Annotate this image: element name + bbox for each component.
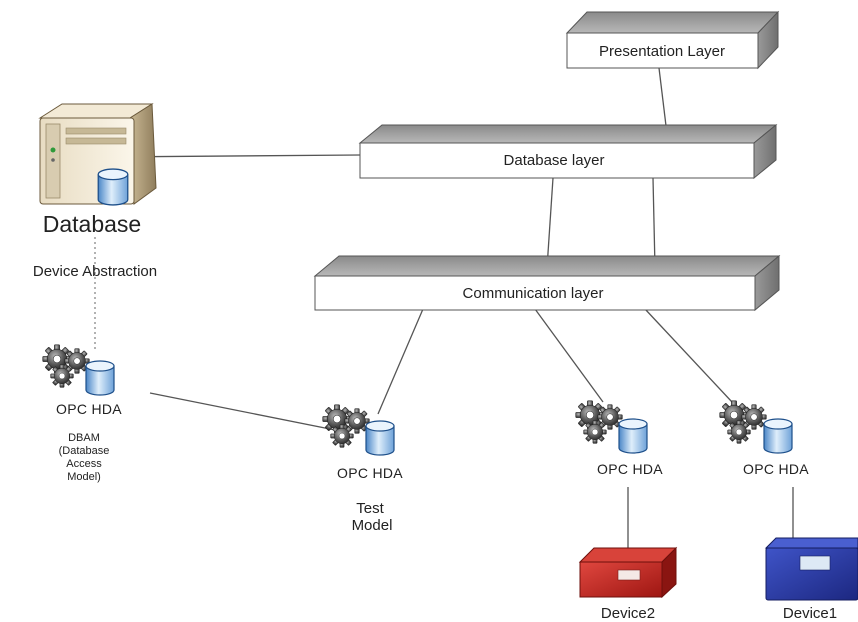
presentation-layer-label: Presentation Layer xyxy=(599,43,725,60)
connector-presentation-database xyxy=(658,67,668,135)
device2-hardware-icon xyxy=(578,546,678,599)
database-layer-box: Database layer xyxy=(358,123,778,180)
dbam-caption-line: (Database xyxy=(59,445,110,457)
device1-label: Device1 xyxy=(783,605,837,622)
connector-comm-test-model xyxy=(377,308,424,415)
test-model-caption-line: Model xyxy=(352,517,393,534)
dbam-caption-line: DBAM xyxy=(68,432,100,444)
device-abstraction-label: Device Abstraction xyxy=(33,263,157,280)
gear-icon xyxy=(727,420,751,444)
opc-node-dbam: OPC HDA DBAM (Database Access Model) xyxy=(42,344,122,483)
opc-node-device1: OPC HDA xyxy=(719,400,809,477)
gear-icon xyxy=(583,420,607,444)
dbam-caption-line: Access xyxy=(66,458,102,470)
opc-node-device2: OPC HDA xyxy=(575,400,663,477)
connector-dbam-test-model xyxy=(149,392,336,431)
database-cylinder-icon xyxy=(85,360,115,396)
database-cylinder-icon xyxy=(97,168,129,206)
connectors xyxy=(94,67,794,548)
database-cylinder-icon xyxy=(763,418,793,454)
connector-comm-opc3 xyxy=(534,308,604,403)
database-layer-label: Database layer xyxy=(504,152,605,169)
connector-comm-opc4 xyxy=(644,308,733,403)
communication-layer-label: Communication layer xyxy=(463,285,604,302)
opc-node-test-model: OPC HDA Test Model xyxy=(322,404,403,534)
connector-database-communication-left xyxy=(546,177,554,269)
gear-icon xyxy=(50,364,74,388)
test-model-caption-line: Test xyxy=(356,500,384,517)
device1-hardware-icon xyxy=(764,537,858,601)
opc-hda-label: OPC HDA xyxy=(743,461,809,477)
opc-hda-label: OPC HDA xyxy=(56,401,122,417)
communication-layer-box: Communication layer xyxy=(313,254,781,312)
database-cylinder-icon xyxy=(618,418,648,454)
opc-hda-label: OPC HDA xyxy=(337,465,403,481)
presentation-layer-box: Presentation Layer xyxy=(565,10,780,70)
device2-label: Device2 xyxy=(601,605,655,622)
connector-database-communication-right xyxy=(652,177,656,269)
dbam-caption-line: Model) xyxy=(67,471,101,483)
database-cylinder-icon xyxy=(365,420,395,456)
gear-icon xyxy=(330,424,354,448)
opc-hda-label: OPC HDA xyxy=(597,461,663,477)
database-title: Database xyxy=(43,211,141,237)
